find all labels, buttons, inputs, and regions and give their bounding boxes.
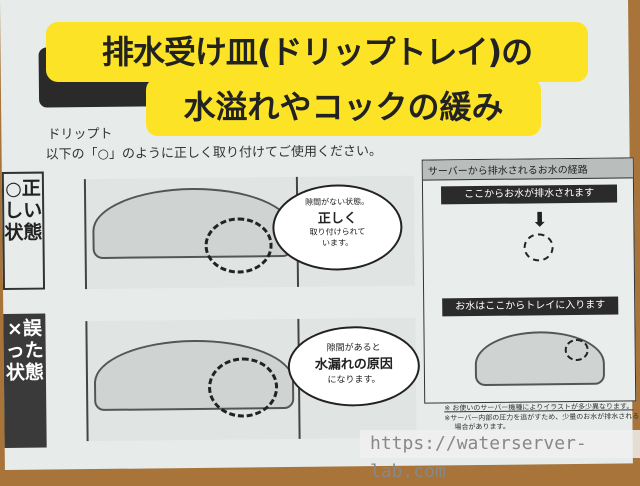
arrow-down-icon: ⬇ [531,207,549,232]
highlight-circle [564,338,589,362]
bubble-text: います。 [321,238,354,248]
bubble-text: 隙間があると [326,343,381,354]
bubble-text: 水漏れの原因 [314,356,393,373]
drip-tray [474,330,606,387]
route-title: サーバーから排水されるお水の経路 [422,158,633,181]
highlight-circle [523,233,554,262]
wrong-state-label: ×誤った状態 [3,313,47,448]
banner-line1: 排水受け皿(ドリップトレイ)の [46,22,588,82]
drain-label: ここからお水が排水されます [440,184,618,205]
tray-label: お水はここからトレイに入ります [442,296,619,317]
banner-line2: 水溢れやコックの緩み [146,78,541,136]
watermark-url: https://waterserver-lab.com [360,430,640,482]
title-banner: 排水受け皿(ドリップトレイ)の 水溢れやコックの緩み [46,22,588,136]
highlight-circle [204,217,273,274]
intro-line2: 以下の「○」のように正しく取り付けてご使用ください。 [45,144,383,163]
bubble-text: になります。 [327,375,381,386]
bubble-text: 正しく [317,211,357,227]
drain-route-box: サーバーから排水されるお水の経路 ここからお水が排水されます ⬇ お水はここから… [421,157,637,404]
correct-state-label: ○正しい状態 [1,171,46,290]
